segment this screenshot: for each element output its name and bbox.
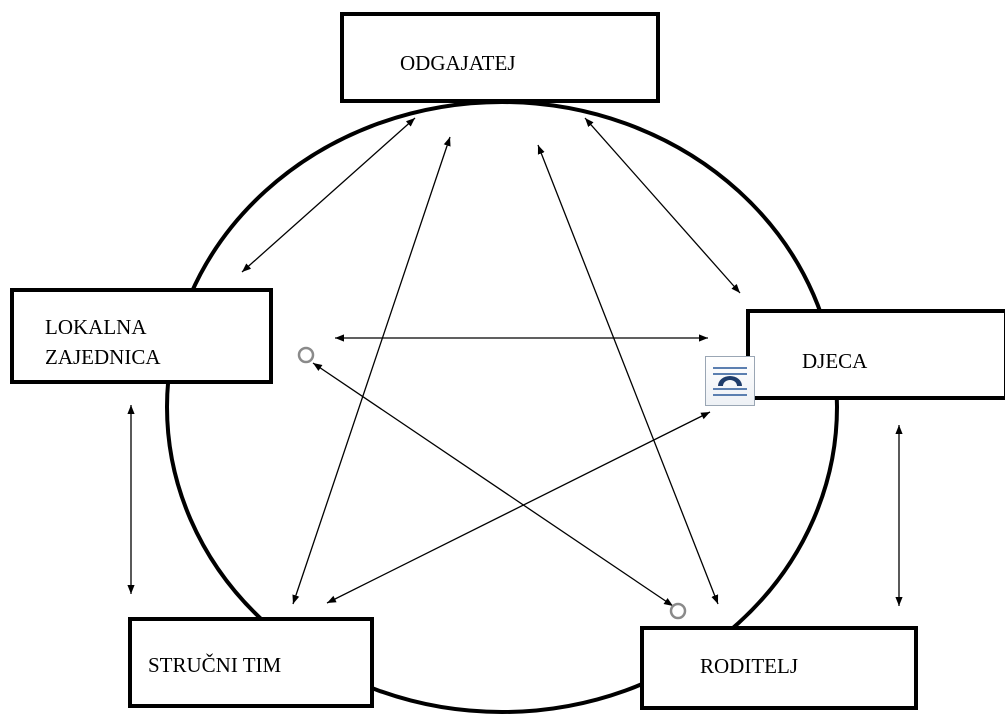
node-djeca: DJECA bbox=[746, 309, 1005, 400]
node-roditelj: RODITELJ bbox=[640, 626, 918, 710]
arrow-odgajatej-roditelj bbox=[537, 144, 719, 605]
node-lokalna-zajednica: LOKALNA ZAJEDNICA bbox=[10, 288, 273, 384]
node-odgajatej: ODGAJATEJ bbox=[340, 12, 660, 103]
node-label-djeca: DJECA bbox=[802, 349, 868, 373]
arrow-odgajatej-djeca bbox=[584, 117, 741, 294]
connector-handle-icon[interactable] bbox=[297, 346, 315, 364]
connector-handle-icon[interactable] bbox=[669, 602, 687, 620]
arrow-djeca-strucni bbox=[326, 411, 711, 604]
arrow-odgajatej-lokalna bbox=[241, 117, 416, 273]
node-label-odgajatej: ODGAJATEJ bbox=[400, 51, 516, 75]
layout-options-icon[interactable] bbox=[705, 356, 755, 406]
node-label-roditelj: RODITELJ bbox=[700, 654, 798, 678]
arrow-lokalna-roditelj bbox=[312, 362, 674, 607]
layout-options-glyph bbox=[713, 367, 747, 396]
node-label-lokalna-zajednica: LOKALNA ZAJEDNICA bbox=[45, 315, 161, 369]
arrow-odgajatej-strucni bbox=[292, 136, 451, 605]
node-strucni-tim: STRUČNI TIM bbox=[128, 617, 374, 708]
node-label-strucni-tim: STRUČNI TIM bbox=[148, 653, 282, 677]
